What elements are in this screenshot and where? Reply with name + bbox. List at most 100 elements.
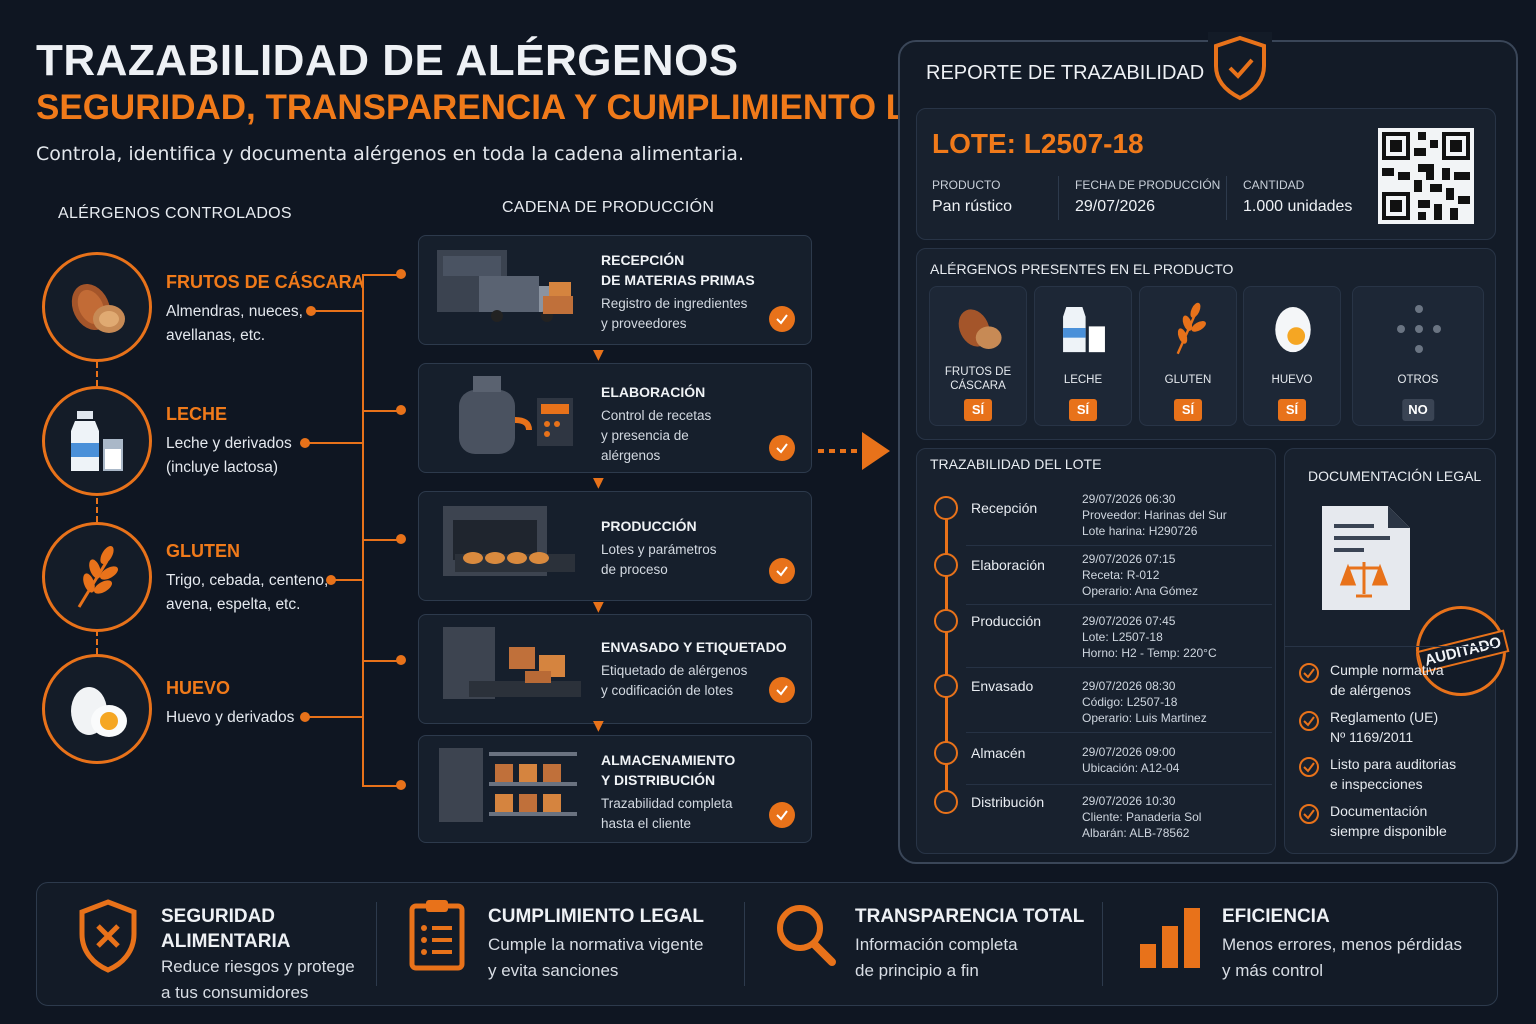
production-icon — [934, 609, 958, 633]
status-badge: SÍ — [1278, 399, 1306, 421]
step-title: ENVASADO Y ETIQUETADO — [601, 639, 787, 655]
allergen-tile-milk: LECHE SÍ — [1034, 286, 1132, 426]
allergen-name-egg: HUEVO — [166, 678, 231, 698]
benefit-title: EFICIENCIA — [1222, 906, 1330, 927]
timeline-step-name: Almacén — [971, 745, 1026, 761]
timeline-step-name: Recepción — [971, 500, 1038, 516]
product-value: Pan rústico — [932, 198, 1013, 215]
status-badge: SÍ — [1069, 399, 1097, 421]
timeline-heading: TRAZABILIDAD DEL LOTE — [930, 456, 1102, 472]
page-tagline: Controla, identifica y documenta alérgen… — [36, 143, 744, 165]
allergen-desc-milk: Leche y derivados(incluye lactosa) — [166, 435, 292, 476]
allergen-gluten — [42, 522, 152, 632]
check-icon — [769, 558, 795, 584]
milk-icon — [1063, 307, 1105, 353]
arrow-down-icon: ▼ — [593, 347, 604, 363]
bar-chart-icon — [1140, 908, 1200, 968]
arrow-down-icon: ▼ — [593, 599, 604, 615]
allergen-milk — [42, 386, 152, 496]
warehouse-illustration — [439, 748, 577, 822]
clipboard-icon — [409, 900, 465, 971]
benefit-title: CUMPLIMIENTO LEGAL — [488, 906, 705, 927]
status-badge: SÍ — [964, 399, 992, 421]
egg-icon — [1275, 307, 1311, 353]
timeline-step-name: Distribución — [971, 794, 1045, 810]
check-circle-icon — [1299, 757, 1319, 777]
allergen-desc-gluten: Trigo, cebada, centeno,avena, espelta, e… — [166, 572, 329, 613]
date-label: FECHA DE PRODUCCIÓN — [1075, 178, 1221, 192]
qty-label: CANTIDAD — [1243, 178, 1305, 192]
nuts-icon — [71, 283, 125, 333]
legal-item: Reglamento (UE)Nº 1169/2011 — [1330, 709, 1439, 745]
check-icon — [769, 306, 795, 332]
allergen-desc-nuts: Almendras, nueces,avellanas, etc. — [166, 303, 303, 344]
qty-value: 1.000 unidades — [1243, 198, 1353, 215]
magnifier-icon — [777, 905, 836, 966]
wheat-icon — [77, 545, 119, 608]
timeline-step-name: Elaboración — [971, 557, 1045, 573]
lot-timeline-card — [916, 448, 1276, 854]
timeline-step-name: Producción — [971, 613, 1042, 629]
oven-illustration — [443, 506, 575, 576]
allergens-heading: ALÉRGENOS CONTROLADOS — [58, 205, 292, 222]
arrow-down-icon: ▼ — [593, 475, 604, 491]
status-badge: SÍ — [1174, 399, 1202, 421]
packaging-icon — [934, 674, 958, 698]
truck-illustration — [437, 250, 573, 322]
chain-step-packaging: ENVASADO Y ETIQUETADO Etiquetado de alér… — [418, 614, 812, 724]
step-title: PRODUCCIÓN — [601, 518, 697, 534]
check-circle-icon — [1299, 711, 1319, 731]
lot-number: LOTE: L2507-18 — [932, 128, 1144, 159]
benefits-bar — [36, 882, 1498, 1006]
shield-x-icon — [79, 899, 137, 973]
timeline-step-name: Envasado — [971, 678, 1034, 694]
allergens-present-heading: ALÉRGENOS PRESENTES EN EL PRODUCTO — [930, 261, 1234, 277]
page-title: TRAZABILIDAD DE ALÉRGENOS — [36, 36, 739, 85]
dots-icon — [1397, 305, 1441, 353]
allergen-name-gluten: GLUTEN — [166, 541, 240, 561]
elaboration-icon — [934, 553, 958, 577]
check-circle-icon — [1299, 804, 1319, 824]
allergen-tile-gluten: GLUTEN SÍ — [1139, 286, 1237, 426]
benefit-title: TRANSPARENCIA TOTAL — [855, 906, 1085, 927]
reception-icon — [934, 496, 958, 520]
qr-code-icon — [1378, 128, 1474, 224]
allergen-egg — [42, 654, 152, 764]
milk-icon — [71, 411, 123, 471]
page-subtitle: SEGURIDAD, TRANSPARENCIA Y CUMPLIMIENTO … — [36, 88, 1005, 127]
allergen-nuts — [42, 252, 152, 362]
allergen-name-milk: LECHE — [166, 404, 228, 424]
packaging-illustration — [443, 627, 581, 699]
status-badge: NO — [1402, 399, 1434, 421]
allergen-name-nuts: FRUTOS DE CÁSCARA — [166, 272, 365, 292]
legal-heading: DOCUMENTACIÓN LEGAL — [1308, 468, 1482, 484]
check-icon — [769, 802, 795, 828]
allergen-tile-others: OTROS NO — [1352, 286, 1484, 426]
egg-icon — [71, 687, 127, 737]
distribution-icon — [934, 790, 958, 814]
arrow-down-icon: ▼ — [593, 718, 604, 734]
legal-document-icon — [1322, 506, 1410, 610]
step-title: ELABORACIÓN — [601, 384, 706, 400]
chain-heading: CADENA DE PRODUCCIÓN — [502, 199, 715, 216]
product-label: PRODUCTO — [932, 178, 1001, 192]
